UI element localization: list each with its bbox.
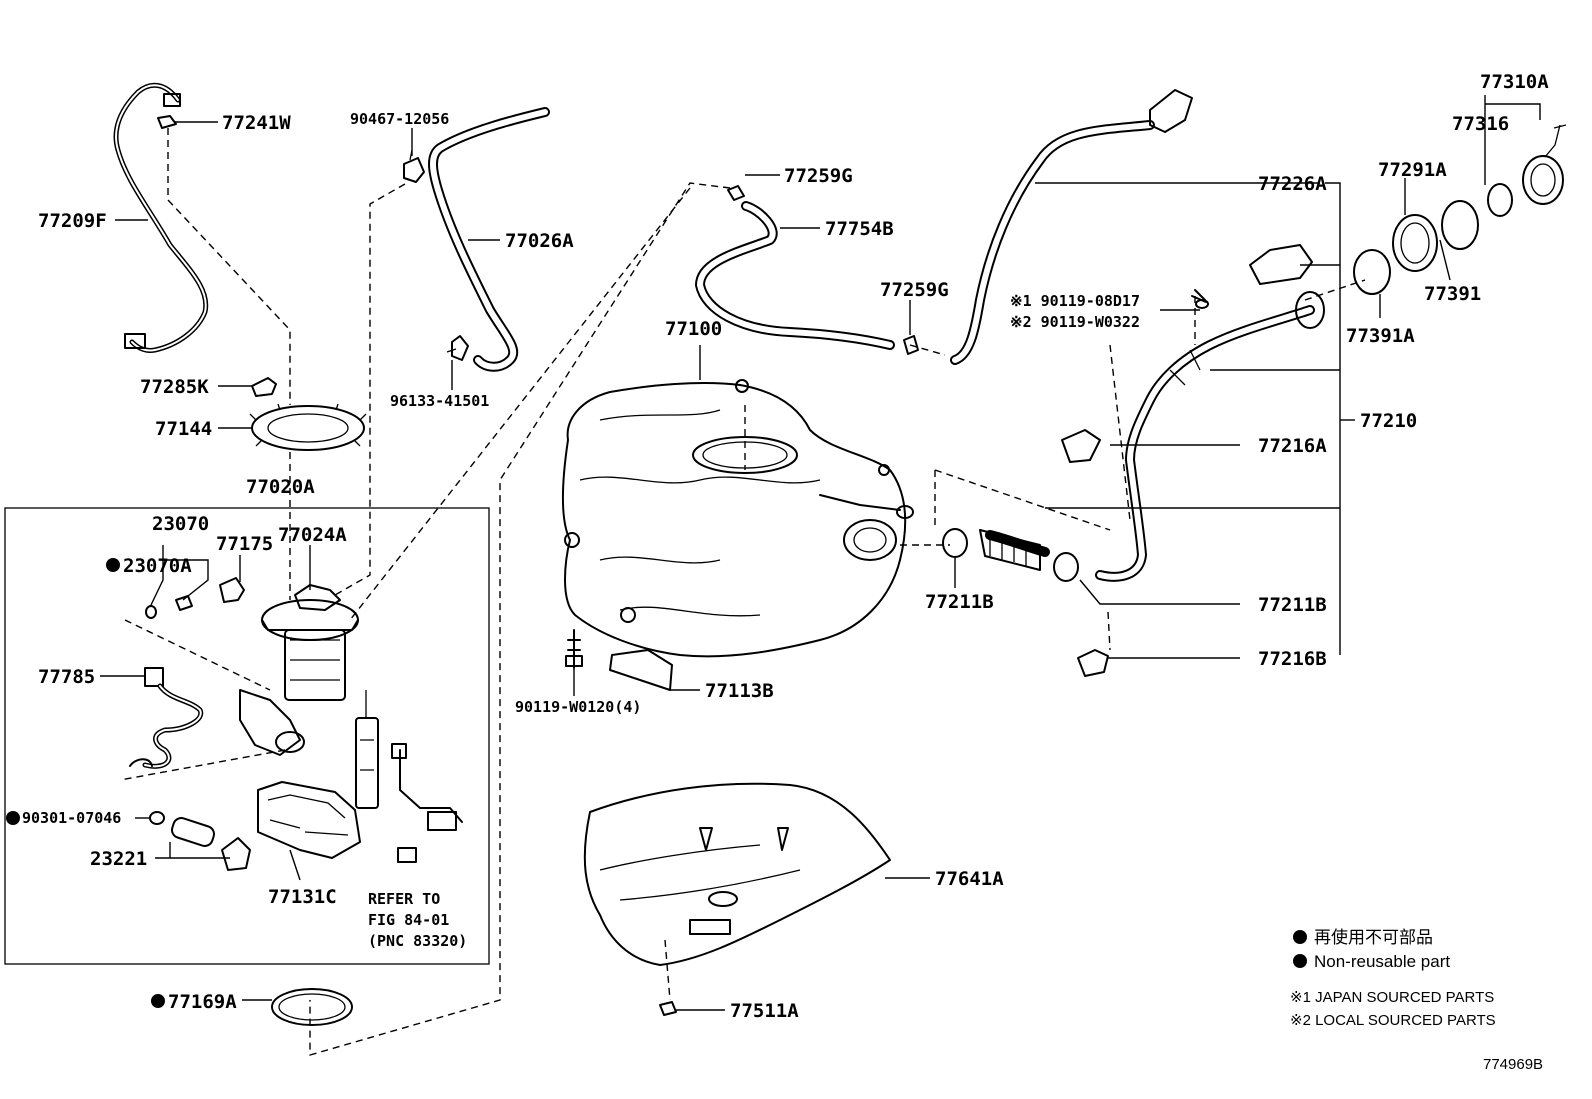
label-77641A: 77641A: [935, 868, 1004, 890]
non-reusable-marker-23070A: [106, 558, 120, 572]
label-77226A: 77226A: [1258, 173, 1327, 195]
refer-note-line3: (PNC 83320): [368, 932, 467, 950]
part-labels: 77241W 77209F 90467-12056 77026A 96133-4…: [6, 71, 1549, 1022]
bracket-77113B: [609, 649, 673, 691]
fuel-pump-23221: [171, 817, 251, 871]
label-77216B: 77216B: [1258, 648, 1327, 670]
clip-77285K: [251, 377, 277, 397]
label-77020A: 77020A: [246, 476, 315, 498]
oring-90301-07046: [149, 811, 165, 825]
filler-cover: [1249, 244, 1313, 285]
label-77024A: 77024A: [278, 524, 347, 546]
non-reusable-marker-77169A: [151, 994, 165, 1008]
refer-note-line2: FIG 84-01: [368, 911, 449, 929]
clamp-77259G-top: [727, 185, 745, 201]
label-77754B: 77754B: [825, 218, 894, 240]
label-77241W: 77241W: [222, 112, 291, 134]
bolt-90119-W0120: [565, 629, 583, 669]
label-90467-12056: 90467-12056: [350, 110, 449, 128]
label-77511A: 77511A: [730, 1000, 799, 1022]
legend-note-local-sourced: ※2 LOCAL SOURCED PARTS: [1290, 1012, 1496, 1029]
label-77100: 77100: [665, 318, 722, 340]
legend-non-reusable-jp: 再使用不可部品: [1314, 927, 1433, 947]
clip-77241W: [157, 115, 177, 129]
gasket-77169A: [271, 988, 353, 1026]
wire-77785: [129, 667, 204, 769]
label-77216A: 77216A: [1258, 435, 1327, 457]
legend-note-japan-sourced: ※1 JAPAN SOURCED PARTS: [1290, 989, 1494, 1006]
sender-gauge: [355, 690, 463, 863]
label-77144: 77144: [155, 418, 212, 440]
filter-23070: [145, 595, 193, 619]
clip-77511A: [659, 1001, 677, 1016]
label-23221: 23221: [90, 848, 147, 870]
label-77113B: 77113B: [705, 680, 774, 702]
label-77391: 77391: [1424, 283, 1481, 305]
clamp-96133-41501: [446, 335, 469, 361]
non-reusable-marker-90301: [6, 811, 20, 825]
label-77169A: 77169A: [168, 991, 237, 1013]
legend: 再使用不可部品 Non-reusable part ※1 JAPAN SOURC…: [1290, 927, 1496, 1029]
assembly-lines: [119, 128, 1366, 1056]
protector-77641A: [583, 782, 891, 966]
figure-id: 774969B: [1483, 1056, 1543, 1073]
gasket-77316: [1487, 183, 1513, 217]
fuel-tank-77100: [562, 379, 914, 658]
vent-tube-77026A: [428, 107, 550, 372]
label-77285K: 77285K: [140, 376, 209, 398]
label-90119-08D17: ※1 90119-08D17: [1010, 292, 1140, 310]
wire-harness-77209F: [113, 82, 209, 353]
filler-hose-piece: [979, 529, 1050, 571]
label-77210: 77210: [1360, 410, 1417, 432]
fuel-cap-77310A: [1522, 124, 1567, 205]
clamp-77211B-left: [942, 528, 968, 558]
fuel-pump-assembly-77024A: [239, 584, 359, 756]
legend-bullet-jp: [1293, 930, 1307, 944]
label-77026A: 77026A: [505, 230, 574, 252]
label-23070A: 23070A: [123, 555, 192, 577]
retainer-ring-77144: [249, 403, 367, 451]
label-90301-07046: 90301-07046: [22, 809, 121, 827]
hose-77754B: [695, 201, 895, 350]
clamp-77259G-mid: [903, 335, 919, 355]
label-77310A: 77310A: [1480, 71, 1549, 93]
label-77211B-left: 77211B: [925, 591, 994, 613]
label-90119-W0322: ※2 90119-W0322: [1010, 313, 1140, 331]
clip-77175: [219, 577, 245, 603]
leader-lines: [100, 95, 1541, 1011]
legend-bullet-en: [1293, 954, 1307, 968]
gasket-77391A: [1353, 249, 1391, 295]
label-96133-41501: 96133-41501: [390, 392, 489, 410]
clamp-77211B-right: [1053, 552, 1079, 582]
label-23070: 23070: [152, 513, 209, 535]
label-77785: 77785: [38, 666, 95, 688]
refer-note-line1: REFER TO: [368, 890, 440, 908]
fuel-pump-module-box: [4, 507, 490, 965]
filler-pipe-77216A: [1061, 291, 1325, 582]
label-90119-W0120: 90119-W0120(4): [515, 698, 641, 716]
label-77211B-right: 77211B: [1258, 594, 1327, 616]
label-77316: 77316: [1452, 113, 1509, 135]
bolt-90119-08D17: [1191, 289, 1209, 309]
label-77291A: 77291A: [1378, 159, 1447, 181]
filter-case-77131C: [257, 781, 361, 859]
legend-non-reusable-en: Non-reusable part: [1314, 952, 1450, 971]
clip-90467-12056: [403, 149, 425, 183]
gasket-77391: [1441, 200, 1479, 250]
ring-77291A: [1392, 214, 1438, 272]
label-77391A: 77391A: [1346, 325, 1415, 347]
hose-77226A: [950, 89, 1193, 365]
label-77175: 77175: [216, 533, 273, 555]
label-77131C: 77131C: [268, 886, 337, 908]
label-77259G-top: 77259G: [784, 165, 853, 187]
label-77259G-mid: 77259G: [880, 279, 949, 301]
label-77209F: 77209F: [38, 210, 107, 232]
clip-77216B: [1077, 649, 1109, 677]
